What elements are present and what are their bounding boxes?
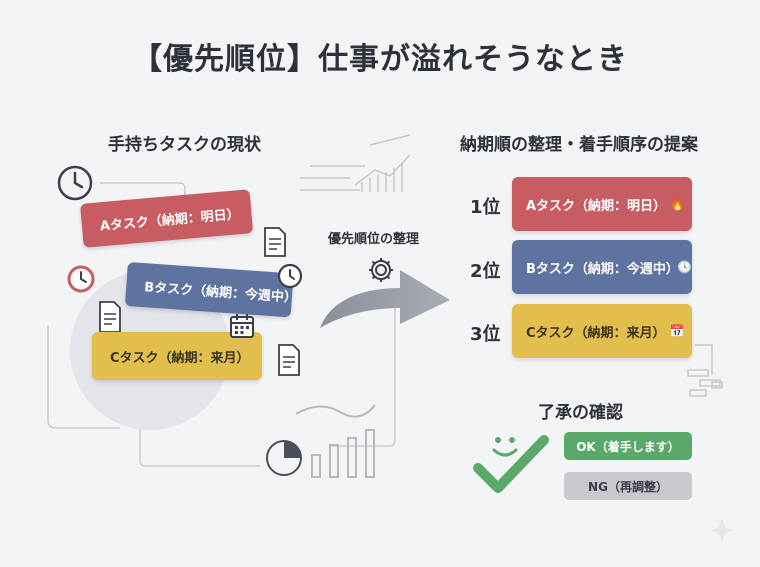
calendar-icon [230,314,254,338]
clock-emoji-icon: 🕓 [677,260,692,274]
fire-icon: 🔥 [670,197,686,211]
pie-chart-icon [266,440,302,476]
rank-1: 1位 [470,197,501,218]
priority-card-2-label: Bタスク（納期：今週中） [526,261,679,277]
priority-heading: 納期順の整理・着手順序の提案 [460,135,698,155]
rank-3: 3位 [470,324,501,345]
ng-button[interactable]: NG（再調整） [564,472,692,500]
alarm-clock-icon [67,265,95,293]
confirm-heading: 了承の確認 [538,403,623,423]
document-icon-left [99,301,121,333]
smiley-check-icon [473,435,549,493]
flow-arrow [320,270,450,328]
arrow-label: 優先順位の整理 [328,232,420,247]
rank-2: 2位 [470,261,501,282]
page-title: 【優先順位】仕事が溢れそうなとき [132,42,628,77]
current-tasks-heading: 手持ちタスクの現状 [108,135,261,155]
clock-icon [57,165,93,201]
priority-card-1-label: Aタスク（納期：明日） [526,198,667,214]
gear-icon [369,258,393,282]
ok-button[interactable]: OK（着手します） [564,432,692,460]
priority-card-3: Cタスク（納期：来月） 📅 [512,304,692,358]
priority-card-2: Bタスク（納期：今週中） 🕓 [512,240,692,294]
document-icon [264,227,286,257]
clock-icon-small [277,263,303,289]
priority-card-1: Aタスク（納期：明日） 🔥 [512,177,692,231]
document-icon-right [278,344,300,376]
priority-card-3-label: Cタスク（納期：来月） [526,325,666,341]
calendar-emoji-icon: 📅 [669,324,685,338]
task-card-c: Cタスク（納期：来月） [92,332,262,380]
